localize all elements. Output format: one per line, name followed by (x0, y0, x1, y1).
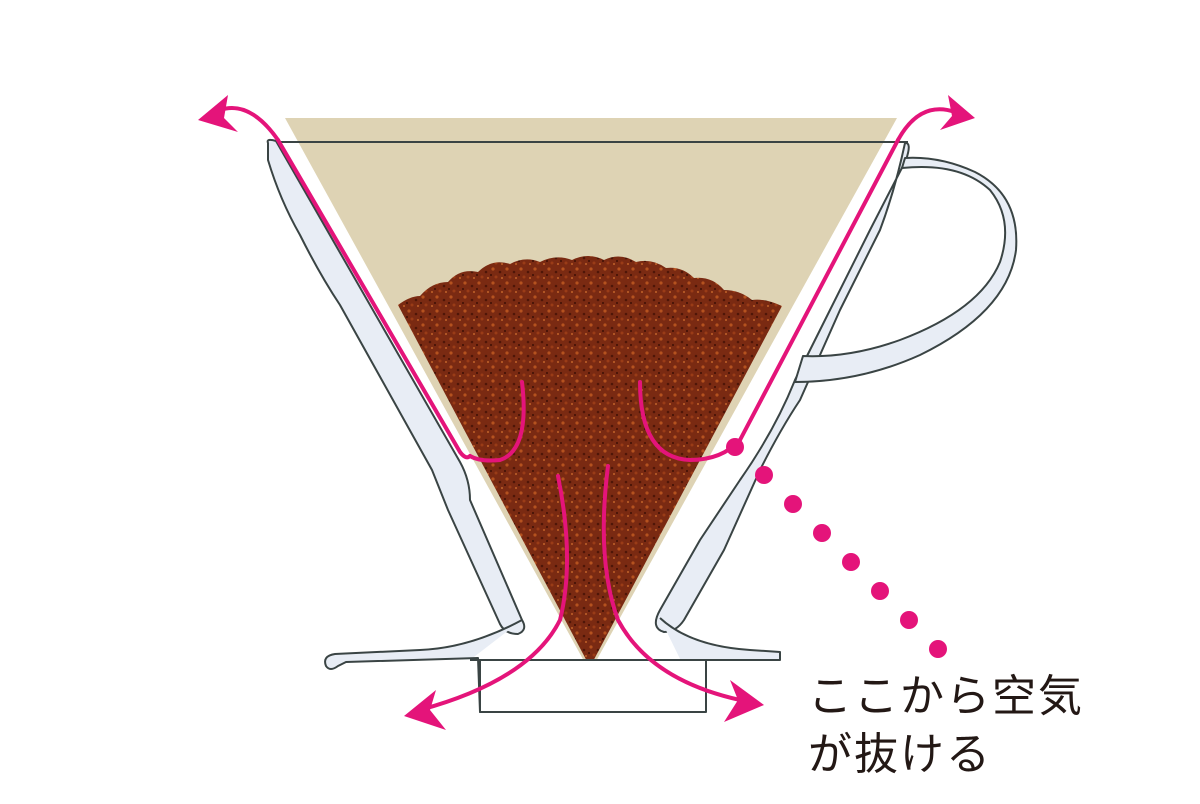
caption-line-1: ここから空気 (808, 671, 1084, 722)
arrow-head-top-right (940, 95, 975, 130)
arrowheads (198, 95, 975, 730)
caption-line-2: が抜ける (808, 729, 992, 780)
airflow-arrows (218, 106, 957, 712)
arrow-head-bottom-right (724, 680, 764, 722)
arrow-head-top-left (198, 95, 238, 132)
caption: ここから空気 が抜ける (808, 668, 1084, 784)
coffee-grounds (398, 256, 782, 667)
dripper-body (266, 138, 1018, 713)
dotted-leader (726, 438, 947, 658)
arrow-head-bottom-left (404, 690, 446, 730)
